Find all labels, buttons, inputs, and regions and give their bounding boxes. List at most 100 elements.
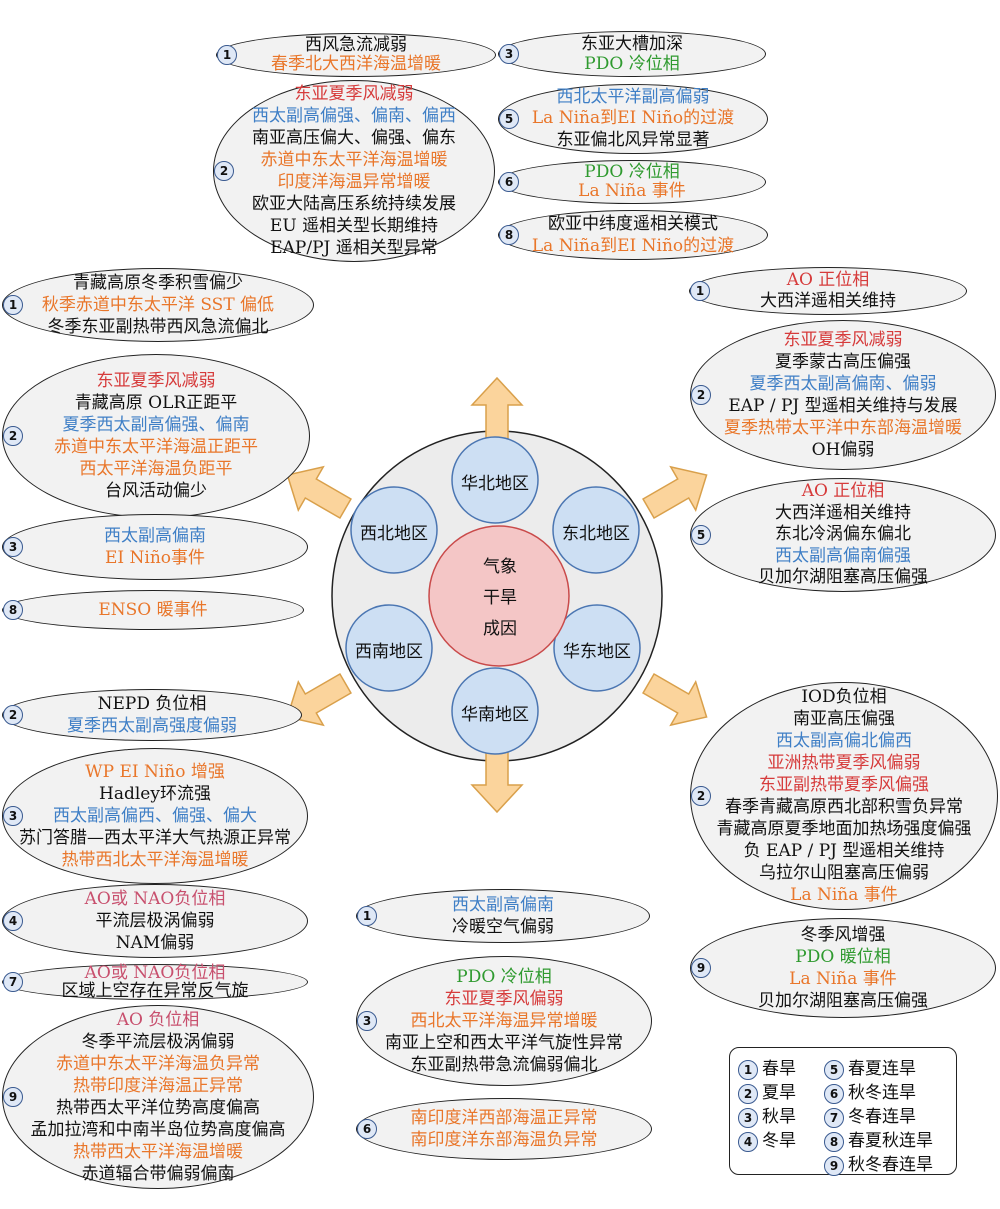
cause-text: IOD负位相 (801, 687, 887, 707)
cause-text: PDO 冷位相 (456, 967, 552, 987)
region-circle-southwest (345, 604, 433, 692)
cause-text: 西太平洋海温负距平 (79, 459, 233, 479)
cause-text: AO或 NAO负位相 (84, 889, 226, 909)
cause-text: EU 遥相关型长期维持 (269, 216, 439, 236)
legend-number-badge: 9 (824, 1155, 844, 1176)
cause-bubble-nw1: 青藏高原冬季积雪偏少秋季赤道中东太平洋 SST 偏低冬季东亚副热带西风急流偏北 (2, 268, 314, 342)
cause-text: La Niña 事件 (578, 181, 686, 201)
cause-bubble-nw8: ENSO 暖事件 (2, 590, 304, 630)
cause-text: 南印度洋西部海温正异常 (410, 1108, 598, 1128)
cause-text: 赤道辐合带偏弱偏南 (81, 1164, 235, 1184)
cause-bubble-sw2: NEPD 负位相夏季西太副高强度偏弱 (2, 689, 302, 741)
cause-text: 东北冷涡偏东偏北 (775, 524, 911, 545)
cause-text: 热带印度洋海温正异常 (73, 1076, 243, 1096)
cause-text: 冬季平流层极涡偏弱 (81, 1032, 235, 1052)
cause-text: 西太副高偏强、偏南、偏西 (252, 106, 456, 126)
cause-text: 赤道中东太平洋海温增暖 (260, 150, 448, 170)
cause-text: 西北太平洋副高偏弱 (556, 87, 710, 107)
core-line: 干旱 (483, 588, 517, 608)
legend-number-badge: 8 (824, 1131, 844, 1152)
cause-text: AO 正位相 (786, 270, 870, 290)
cause-text: La Niña到EI Niño的过渡 (531, 108, 735, 129)
cause-text: PDO 暖位相 (795, 947, 891, 967)
cause-text: 东亚夏季风减弱 (96, 371, 216, 391)
cause-text: 南亚高压偏大、偏强、偏东 (252, 128, 456, 148)
cause-text: 春季北大西洋海温增暖 (271, 54, 441, 74)
legend-label: 春夏秋连旱 (848, 1131, 933, 1151)
legend-label: 冬旱 (762, 1131, 796, 1151)
cause-text: 西太副高偏西、偏强、偏大 (53, 806, 257, 826)
drought-type-number-badge: 3 (357, 1011, 377, 1031)
cause-text: 东亚副热带夏季风偏强 (759, 775, 929, 795)
cause-text: ENSO 暖事件 (98, 600, 208, 620)
drought-type-number-badge: 5 (691, 525, 711, 545)
cause-text: WP EI Niño 增强 (85, 762, 225, 782)
cause-text: 赤道中东太平洋海温正距平 (54, 437, 258, 457)
legend-label: 冬春连旱 (848, 1107, 916, 1127)
cause-text: 热带西太平洋位势高度偏高 (56, 1098, 260, 1118)
drought-type-number-badge: 3 (499, 44, 519, 64)
cause-text: 东亚副热带急流偏弱偏北 (410, 1055, 598, 1075)
cause-text: 南印度洋东部海温负异常 (410, 1130, 598, 1150)
cause-bubble-e2: IOD负位相南亚高压偏强西太副高偏北偏西亚洲热带夏季风偏弱东亚副热带夏季风偏强春… (690, 682, 998, 910)
arrow-upper-right (286, 465, 352, 520)
legend-label: 夏旱 (762, 1083, 796, 1103)
cause-text: EAP/PJ 遥相关型异常 (270, 238, 438, 258)
cause-bubble-n1: 西风急流减弱春季北大西洋海温增暖 (216, 33, 496, 77)
cause-text: 西太副高偏北偏西 (776, 731, 912, 751)
cause-text: 夏季西太副高偏强、偏南 (62, 415, 250, 435)
cause-text: 平流层极涡偏弱 (95, 911, 215, 931)
region-circle-east (553, 604, 641, 692)
core-circle (428, 525, 570, 667)
cause-text: 东亚偏北风异常显著 (556, 129, 710, 150)
drought-type-number-badge: 2 (691, 786, 711, 806)
cause-text: NEPD 负位相 (97, 694, 207, 714)
cause-text: 东亚夏季风减弱 (294, 84, 414, 104)
legend-label: 秋冬春连旱 (848, 1155, 933, 1175)
cause-bubble-s3: PDO 冷位相东亚夏季风偏弱西北太平洋海温异常增暖南亚上空和西太平洋气旋性异常东… (356, 956, 652, 1086)
cause-text: 亚洲热带夏季风偏弱 (767, 753, 921, 773)
cause-text: 青藏高原冬季积雪偏少 (73, 273, 243, 293)
cause-text: 东亚夏季风偏弱 (444, 989, 564, 1009)
cause-text: 热带西北太平洋海温增暖 (61, 850, 249, 870)
region-circle-south (451, 667, 539, 755)
legend-number-badge: 2 (738, 1083, 758, 1104)
cause-text: 热带西太平洋海温增暖 (73, 1142, 243, 1162)
cause-text: 夏季西太副高偏南、偏弱 (749, 374, 937, 394)
legend-number-badge: 4 (738, 1131, 758, 1152)
legend-number-badge: 5 (824, 1059, 844, 1080)
drought-type-number-badge: 8 (3, 600, 23, 620)
cause-text: 贝加尔湖阻塞高压偏强 (758, 567, 928, 588)
drought-type-number-badge: 9 (3, 1087, 23, 1107)
region-east-label: 华东地区 (563, 642, 631, 662)
cause-text: 台风活动偏少 (105, 481, 207, 501)
legend-number-badge: 1 (738, 1059, 758, 1080)
cause-bubble-s1: 西太副高偏南冷暖空气偏弱 (356, 889, 650, 943)
cause-bubble-ne1: AO 正位相大西洋遥相关维持 (689, 267, 967, 315)
cause-text: 苏门答腊—西太平洋大气热源正异常 (19, 828, 291, 848)
drought-type-number-badge: 1 (690, 281, 710, 301)
drought-type-number-badge: 6 (499, 172, 519, 192)
region-south-label: 华南地区 (461, 705, 529, 725)
cause-text: 东亚大槽加深 (581, 34, 683, 54)
cause-text: PDO 冷位相 (584, 162, 680, 182)
cause-text: NAM偏弱 (115, 933, 195, 953)
cause-text: AO或 NAO负位相 (84, 963, 226, 983)
cause-text: 南亚上空和西太平洋气旋性异常 (385, 1033, 623, 1053)
drought-type-number-badge: 8 (499, 225, 519, 245)
